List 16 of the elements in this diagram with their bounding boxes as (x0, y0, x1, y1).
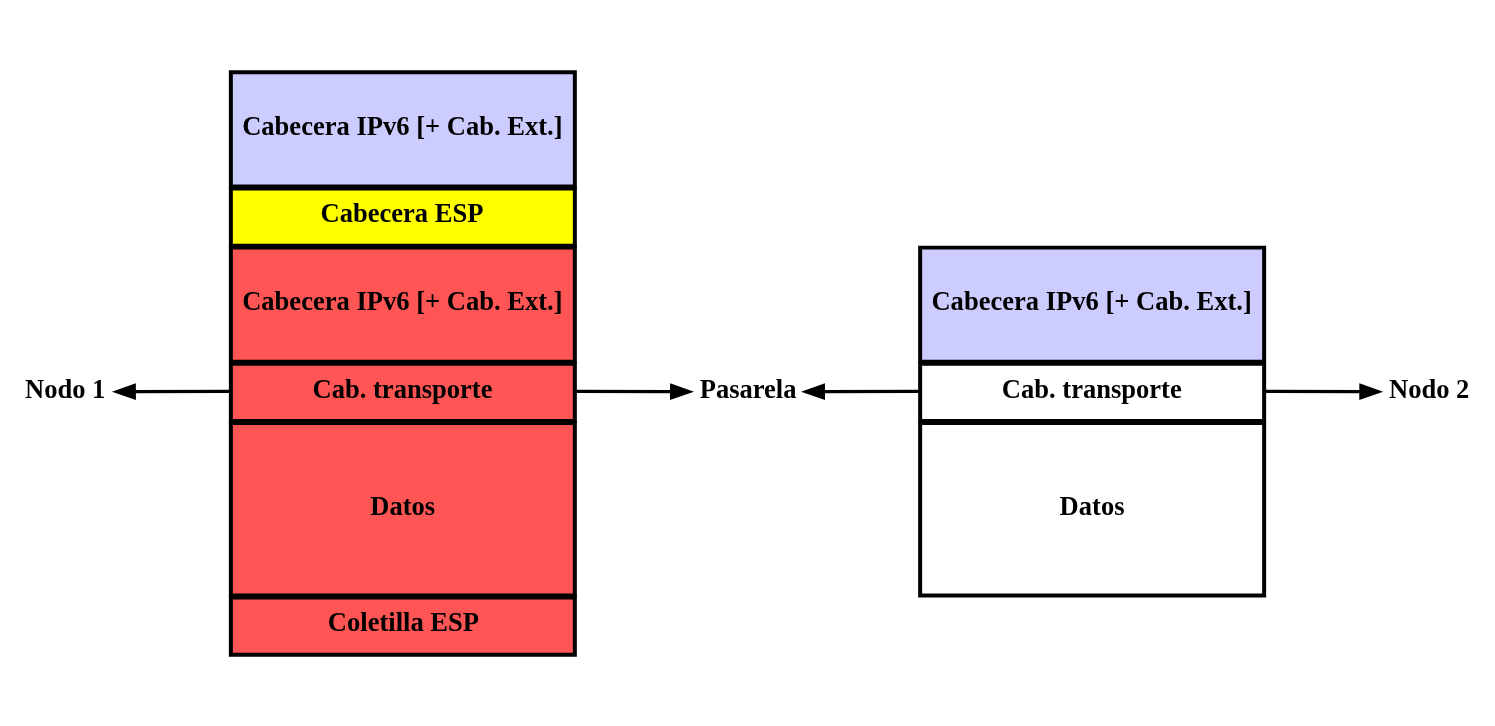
node-box: Cab. transporte (228, 361, 577, 423)
node-box: Cabecera IPv6 [+ Cab. Ext.] (228, 69, 577, 188)
arrow (801, 382, 921, 400)
arrow (575, 382, 694, 400)
node-box: Cabecera IPv6 [+ Cab. Ext.] (918, 245, 1267, 364)
node-box: Coletilla ESP (228, 595, 577, 657)
node-box: Cabecera IPv6 [+ Cab. Ext.] (228, 245, 577, 364)
arrow (1264, 382, 1384, 400)
node-box: Cabecera ESP (228, 186, 577, 248)
arrow (111, 382, 231, 400)
node-box: Datos (228, 420, 577, 598)
node-text: Nodo 2 (1388, 373, 1470, 404)
node-text: Pasarela (699, 373, 797, 404)
node-box: Cab. transporte (918, 361, 1267, 423)
node-box: Datos (918, 420, 1267, 598)
node-text: Nodo 1 (25, 373, 106, 404)
